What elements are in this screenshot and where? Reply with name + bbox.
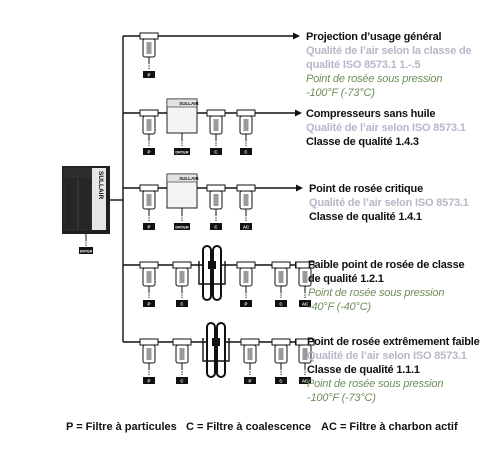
- arrow-head: [293, 32, 300, 40]
- compressor-tag-badge: [79, 247, 93, 254]
- branch-row-4: P C P C AC: [123, 245, 315, 307]
- filter-c: C: [206, 109, 226, 155]
- legend-coalescing: C = Filtre à coalescence: [186, 421, 312, 433]
- row-4-text-2: de qualité 1.2.1: [308, 273, 384, 285]
- row-4-text-4: -40°F (-40°C): [308, 301, 371, 313]
- filter-c: C: [172, 338, 192, 384]
- row-5-text-4: Point de rosée sous pression: [307, 378, 444, 390]
- arrow-head: [296, 184, 303, 192]
- row-5-text-2: Qualité de l’air selon ISO 8573.1: [307, 350, 467, 362]
- branch-row-5: P C P C AC: [123, 322, 315, 384]
- row-2-text-3: Classe de qualité 1.4.3: [306, 136, 419, 148]
- row-3-text-2: Qualité de l’air selon ISO 8573.1: [309, 197, 469, 209]
- dryer-unit: SULLAIR DRYER: [166, 98, 199, 155]
- branch-row-3: P SULLAIR DRYER C AC: [123, 173, 303, 230]
- compressor-tag-text: DRYER: [80, 250, 93, 254]
- filter-label: AC: [243, 225, 250, 230]
- filter-ac: AC: [236, 184, 256, 230]
- filter-label: C: [279, 302, 283, 307]
- filter-label: AC: [302, 302, 309, 307]
- filter-p: P: [236, 261, 256, 307]
- filter-label: C: [214, 225, 218, 230]
- compressor-unit: SULLAIR: [62, 166, 110, 234]
- row-1-text-3: qualité ISO 8573.1 1.-.5: [306, 59, 421, 71]
- desiccant-dryer: [202, 322, 230, 378]
- filter-p: P: [139, 32, 159, 78]
- row-1-text-4: Point de rosée sous pression: [306, 73, 443, 85]
- row-4-text-1: Faible point de rosée de classe: [308, 259, 465, 271]
- compressor-brand-text: SULLAIR: [97, 171, 104, 199]
- filter-p: P: [139, 261, 159, 307]
- filter-c: C: [172, 261, 192, 307]
- legend-activated-carbon: AC = Filtre à charbon actif: [321, 421, 458, 433]
- row-3-text-3: Classe de qualité 1.4.1: [309, 211, 422, 223]
- filter-c: C: [206, 184, 226, 230]
- dryer-label: DRYER: [175, 150, 188, 154]
- filter-p: P: [240, 338, 260, 384]
- filter-label: P: [148, 225, 151, 230]
- row-2-text-1: Compresseurs sans huile: [306, 108, 436, 120]
- filter-label: P: [148, 302, 151, 307]
- filter-label: P: [249, 379, 252, 384]
- filter-p: P: [139, 109, 159, 155]
- row-1-text-2: Qualité de l’air selon la classe de: [306, 45, 472, 57]
- filter-c: C: [271, 261, 291, 307]
- filter-label: C: [180, 302, 184, 307]
- legend-particle: P = Filtre à particules: [66, 421, 177, 433]
- filter-c: C: [236, 109, 256, 155]
- dryer-unit: SULLAIR DRYER: [166, 173, 199, 230]
- branch-row-1: P: [123, 32, 300, 78]
- row-3-text-1: Point de rosée critique: [309, 183, 423, 195]
- desiccant-dryer: [198, 245, 226, 301]
- filter-label: P: [148, 379, 151, 384]
- branch-row-2: P SULLAIR DRYER C C: [123, 98, 302, 155]
- row-5-text-5: -100°F (-73°C): [307, 392, 376, 404]
- filter-p: P: [139, 184, 159, 230]
- arrow-head: [295, 109, 302, 117]
- filter-ac: AC: [295, 338, 315, 384]
- row-1-text-1: Projection d’usage général: [306, 31, 442, 43]
- row-2-text-2: Qualité de l’air selon ISO 8573.1: [306, 122, 466, 134]
- dryer-brand-text: SULLAIR: [179, 176, 199, 181]
- row-4-text-3: Point de rosée sous pression: [308, 287, 445, 299]
- filter-label: P: [245, 302, 248, 307]
- filter-label: C: [279, 379, 283, 384]
- filter-label: C: [244, 150, 248, 155]
- dryer-label: DRYER: [175, 225, 188, 229]
- dryer-brand-text: SULLAIR: [179, 101, 199, 106]
- filter-c: C: [271, 338, 291, 384]
- filter-label: P: [148, 150, 151, 155]
- row-1-text-5: -100°F (-73°C): [306, 87, 375, 99]
- filter-label: P: [148, 73, 151, 78]
- filter-label: AC: [302, 379, 309, 384]
- row-5-text-3: Classe de qualité 1.1.1: [307, 364, 420, 376]
- filter-label: C: [180, 379, 184, 384]
- row-5-text-1: Point de rosée extrêmement faible: [307, 336, 480, 348]
- filter-p: P: [139, 338, 159, 384]
- filter-ac: AC: [295, 261, 315, 307]
- filter-label: C: [214, 150, 218, 155]
